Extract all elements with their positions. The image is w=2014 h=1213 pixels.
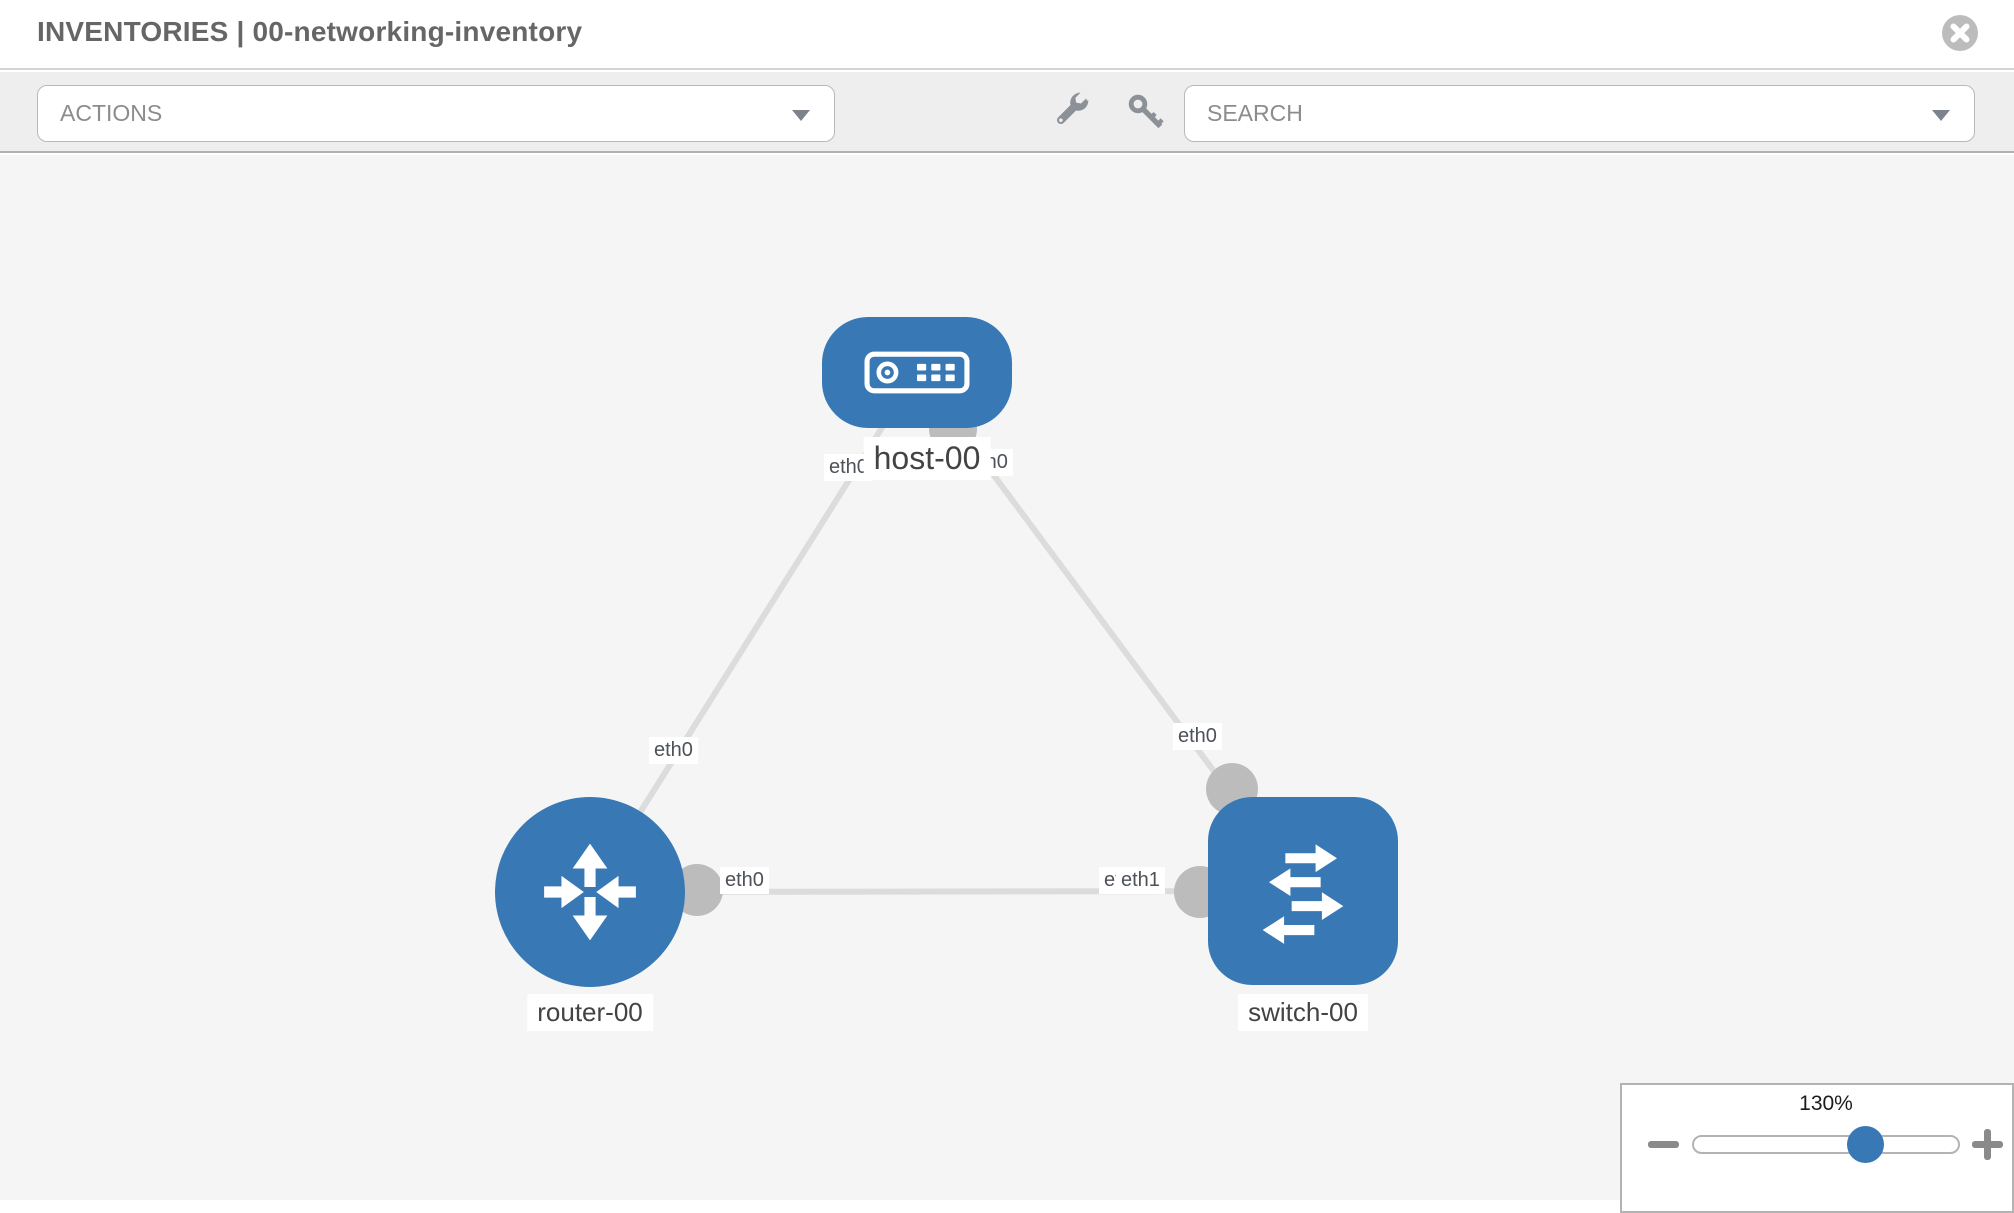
node-label-host: host-00 — [863, 437, 991, 480]
actions-dropdown[interactable]: ACTIONS — [37, 85, 835, 142]
zoom-slider-track[interactable] — [1692, 1135, 1960, 1154]
chevron-down-icon — [1932, 110, 1950, 121]
interface-label: eth1 — [1116, 867, 1165, 894]
close-icon[interactable] — [1941, 14, 1979, 52]
topology-canvas[interactable]: eth0 eth0 eth0 eth0 eth0 eth0 eth1 host-… — [0, 155, 2014, 1200]
zoom-level-value: 130% — [1799, 1092, 1853, 1115]
zoom-slider-thumb[interactable] — [1847, 1126, 1884, 1163]
interface-label: eth0 — [1173, 723, 1222, 750]
interface-label: eth0 — [720, 867, 769, 894]
title-bar: INVENTORIES | 00-networking-inventory — [0, 0, 2014, 70]
node-router-00[interactable] — [495, 797, 685, 987]
links-layer — [587, 370, 1306, 918]
wrench-icon[interactable] — [1051, 92, 1091, 132]
key-icon[interactable] — [1126, 92, 1166, 132]
chevron-down-icon — [792, 110, 810, 121]
actions-dropdown-label: ACTIONS — [60, 100, 163, 126]
interface-label: eth0 — [649, 737, 698, 764]
search-dropdown[interactable]: SEARCH — [1184, 85, 1975, 142]
router-icon — [544, 843, 636, 941]
switch-icon — [1262, 844, 1344, 944]
node-host-00[interactable] — [822, 317, 1012, 428]
node-label-router: router-00 — [527, 994, 653, 1031]
zoom-in-icon[interactable] — [1984, 1129, 1991, 1160]
zoom-panel: 130% — [1620, 1083, 2014, 1213]
node-label-switch: switch-00 — [1238, 994, 1368, 1031]
zoom-out-icon[interactable] — [1648, 1141, 1679, 1148]
host-icon — [864, 351, 970, 394]
node-switch-00[interactable] — [1208, 797, 1398, 985]
toolbar: ACTIONS SEARCH — [0, 72, 2014, 153]
page-title: INVENTORIES | 00-networking-inventory — [37, 16, 583, 47]
search-dropdown-label: SEARCH — [1207, 100, 1303, 126]
